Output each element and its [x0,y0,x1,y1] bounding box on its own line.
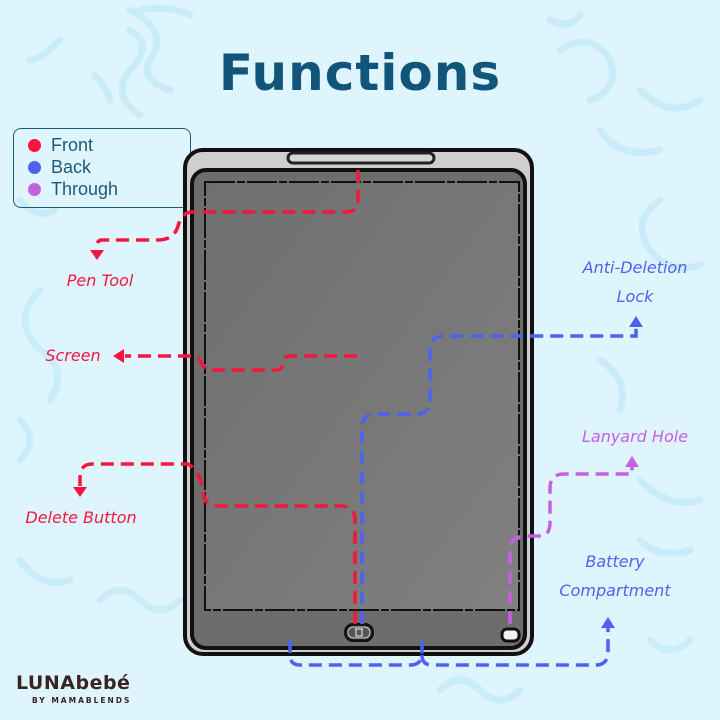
callout-screen: Screen [28,341,118,370]
front-dot-icon [28,138,41,152]
front-leader-lines [78,170,360,624]
front-arrowheads [73,250,124,497]
legend-item-back: Back [28,156,190,178]
arrow-up-icon [629,316,643,327]
trash-icon [355,628,363,637]
pen-slot [286,151,436,165]
legend-label: Front [51,134,94,155]
lanyard-hole [500,627,521,643]
arrow-left-icon [113,349,124,363]
legend-item-front: Front [28,134,190,156]
legend-label: Through [51,178,119,199]
arrow-up-icon [601,617,615,628]
callout-label: Screen [45,346,101,365]
callout-label: Pen Tool [66,271,134,290]
back-leader-lines [288,325,638,667]
brand-name: LUNAbebé [16,672,131,694]
writing-screen [204,181,520,611]
callout-battery-compartment: Battery Compartment [540,547,690,605]
callout-label-line2: Lock [616,287,654,306]
legend-item-through: Through [28,178,190,200]
legend-label: Back [51,156,92,177]
arrow-up-icon [625,456,639,467]
callout-anti-deletion-lock: Anti-Deletion Lock [560,253,710,311]
callout-delete-button: Delete Button [6,503,156,532]
callout-label-line2: Compartment [559,581,671,600]
through-leader-line [508,466,634,624]
callout-lanyard-hole: Lanyard Hole [560,422,710,451]
callout-label-line1: Anti-Deletion [582,258,688,277]
callout-label: Delete Button [25,508,137,527]
arrow-down-icon [90,250,104,260]
delete-button[interactable] [344,623,374,642]
through-dot-icon [28,182,41,196]
page-title: Functions [218,44,502,102]
brand-tagline: BY MAMABLENDS [32,696,132,705]
brand-logo: LUNAbebé BY MAMABLENDS [16,672,131,705]
callout-pen-tool: Pen Tool [40,266,160,295]
callout-label-line1: Battery [585,552,645,571]
back-dot-icon [28,160,41,174]
arrow-down-icon [73,487,87,497]
back-arrowheads [601,316,643,628]
callout-label: Lanyard Hole [581,427,689,446]
legend: Front Back Through [13,128,191,208]
